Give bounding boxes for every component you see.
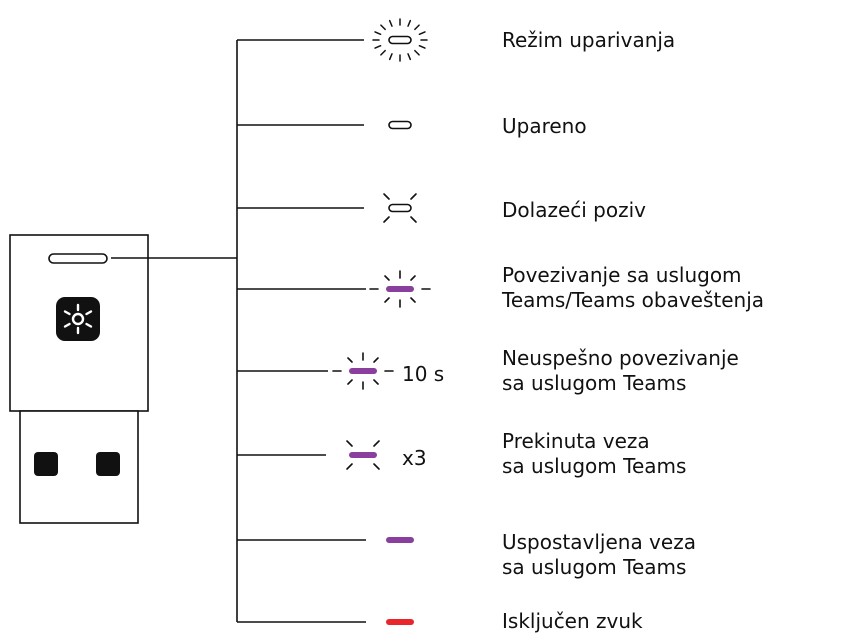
blink-ray	[410, 216, 417, 223]
label-incoming-call: Dolazeći poziv	[502, 198, 646, 223]
blink-ray	[373, 440, 380, 447]
label-line: sa uslugom Teams	[502, 555, 687, 579]
blink-ray	[410, 193, 417, 200]
label-line: Neuspešno povezivanje	[502, 346, 739, 370]
receiver-led-slot	[48, 253, 108, 264]
led-paired	[388, 120, 412, 130]
blink-ray	[346, 463, 353, 470]
blink-ray	[414, 49, 420, 56]
label-line: Isključen zvuk	[502, 609, 643, 633]
blink-ray	[410, 297, 416, 303]
label-line: Upareno	[502, 114, 587, 138]
blink-ray	[373, 379, 379, 385]
blink-ray	[383, 193, 390, 200]
blink-ray	[414, 24, 420, 31]
led-teams-disconnected	[346, 440, 380, 470]
blink-ray	[380, 49, 386, 56]
blink-ray	[410, 275, 416, 281]
suffix-teams-disconnected: x3	[402, 446, 427, 470]
blink-ray	[418, 31, 426, 36]
label-line: Dolazeći poziv	[502, 198, 646, 222]
blink-ray	[388, 19, 393, 27]
label-muted: Isključen zvuk	[502, 609, 643, 634]
led-teams-failed	[332, 352, 394, 390]
usb-receiver	[9, 234, 149, 524]
blink-ray	[407, 53, 412, 61]
blink-ray	[374, 44, 382, 49]
label-pairing-mode: Režim uparivanja	[502, 28, 675, 53]
blink-ray	[407, 19, 412, 27]
blink-ray	[388, 53, 393, 61]
blink-ray	[347, 379, 353, 385]
led-connecting-teams	[369, 270, 431, 308]
branch-lines	[237, 39, 366, 623]
blink-ray	[383, 216, 390, 223]
usb-contact-left	[34, 452, 58, 476]
led-pairing-mode	[372, 18, 428, 62]
label-paired: Upareno	[502, 114, 587, 139]
blink-ray	[346, 440, 353, 447]
label-line: Prekinuta veza	[502, 429, 650, 453]
suffix-teams-failed: 10 s	[402, 362, 445, 386]
label-line: Uspostavljena veza	[502, 530, 696, 554]
label-line: Povezivanje sa uslugom	[502, 263, 742, 287]
blink-ray	[384, 275, 390, 281]
blink-ray	[384, 297, 390, 303]
blink-ray	[374, 31, 382, 36]
led-muted	[386, 619, 414, 625]
connector-lines	[111, 40, 238, 622]
blink-ray	[373, 463, 380, 470]
label-line: Režim uparivanja	[502, 28, 676, 52]
teams-logo-icon	[56, 297, 100, 341]
blink-ray	[380, 24, 386, 31]
label-line: sa uslugom Teams	[502, 454, 687, 478]
blink-ray	[373, 357, 379, 363]
label-line: Teams/Teams obaveštenja	[502, 288, 765, 312]
blink-ray	[418, 44, 426, 49]
blink-ray	[347, 357, 353, 363]
label-line: sa uslugom Teams	[502, 371, 687, 395]
led-teams-connected	[386, 537, 414, 543]
usb-contact-right	[96, 452, 120, 476]
led-incoming-call	[383, 193, 417, 223]
led-indicators	[332, 18, 431, 625]
